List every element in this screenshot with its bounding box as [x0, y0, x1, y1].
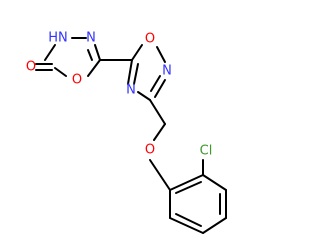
atom-label-nh: HN: [48, 31, 68, 46]
molecule-structure: HN N O O O N N O Cl: [26, 31, 227, 234]
bond-n-c5-double-inner: [87, 49, 93, 61]
bond-benz-2-3: [202, 174, 227, 191]
bond-benz-4-5: [202, 217, 227, 234]
bond-benz-inner-1: [175, 181, 202, 194]
bond-c3-n4: [137, 91, 151, 101]
bond-nh-c-carbonyl: [44, 44, 56, 61]
bond-n2-c3-double: [150, 75, 161, 92]
atom-label-cl: Cl: [200, 144, 213, 159]
bond-benz-1-2: [169, 174, 204, 191]
bond-o-ring-c2: [54, 67, 67, 77]
bond-c5prime-o1: [131, 44, 143, 61]
atom-label-layer: HN N O O O N N O Cl: [26, 31, 212, 159]
atom-label-n-oxadiazole-4: N: [126, 83, 136, 98]
bond-o-aryl: [149, 159, 171, 191]
bond-benz-5-6: [169, 217, 204, 234]
atom-label-o-ring-1: O: [72, 73, 82, 88]
atom-label-n-oxadiazolone: N: [86, 31, 96, 46]
bond-layer: [35, 37, 227, 234]
bond-ch2-o: [153, 123, 166, 141]
bond-c5-o-ring: [87, 59, 101, 77]
atom-label-o-ring-2: O: [145, 32, 155, 47]
atom-label-o-ether: O: [145, 143, 155, 158]
bond-n-c5-double: [94, 44, 101, 61]
bond-o1-n2: [156, 46, 166, 63]
bond-n4-c5prime-double-inner: [133, 63, 139, 85]
atom-label-n-oxadiazole-2: N: [162, 64, 172, 79]
atom-label-o-carbonyl: O: [26, 60, 36, 75]
bond-n4-c5prime-double: [127, 59, 133, 85]
bond-n2-c3: [154, 79, 166, 98]
bond-benz-inner-3: [175, 213, 202, 227]
bond-c3-ch2: [149, 99, 166, 125]
